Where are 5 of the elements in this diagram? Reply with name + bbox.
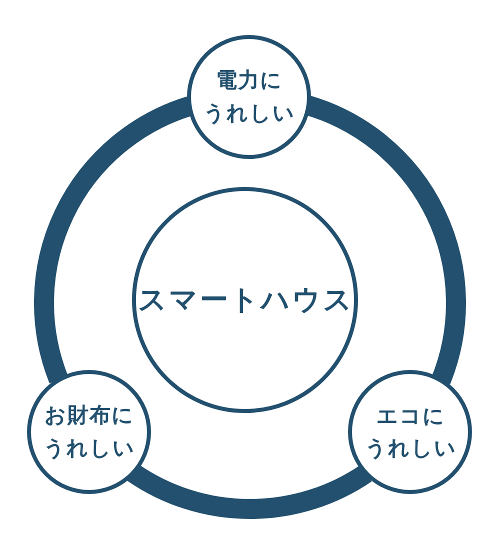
hub-circle: スマートハウス — [132, 187, 358, 413]
ring-arc — [128, 464, 372, 519]
topic-circle: エコにうれしい — [348, 370, 472, 494]
topic-circle: お財布にうれしい — [27, 370, 151, 494]
topic-circle: 電力にうれしい — [186, 35, 311, 159]
